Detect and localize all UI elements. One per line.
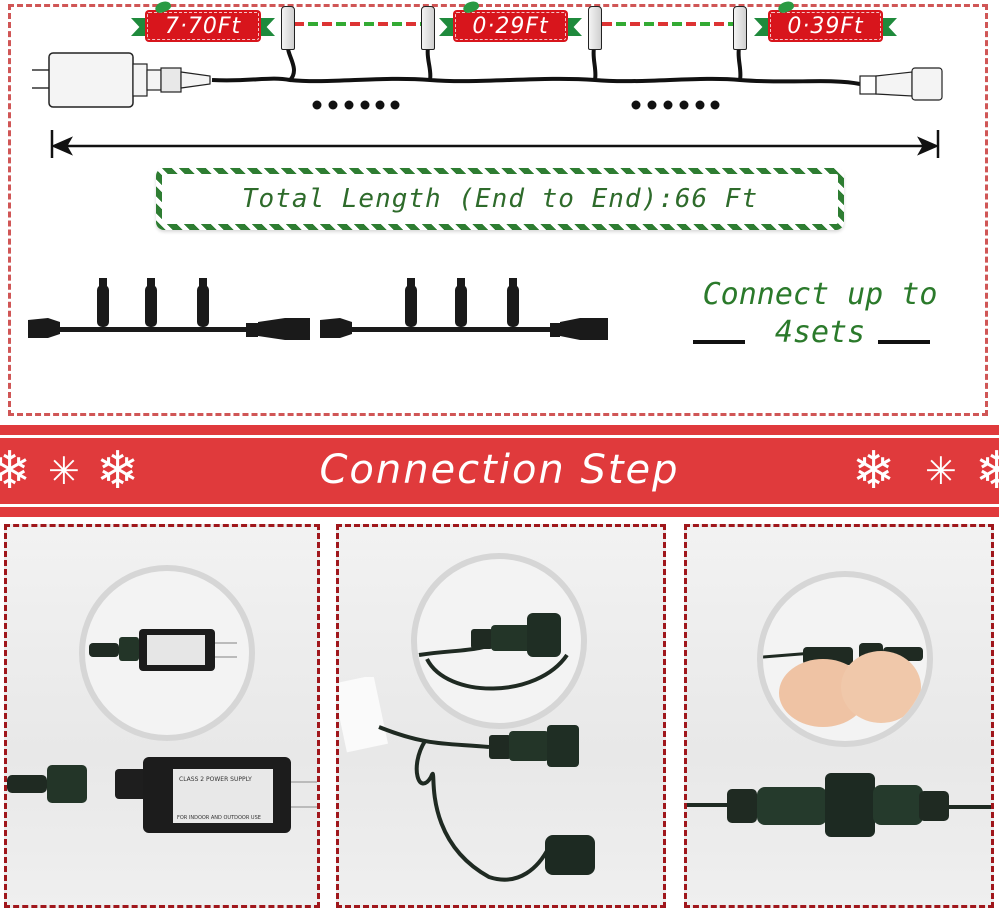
- hands-connecting-icon: [763, 643, 923, 727]
- svg-text:CLASS 2 POWER SUPPLY: CLASS 2 POWER SUPPLY: [179, 776, 252, 783]
- connector-closeup-icon: [418, 613, 569, 691]
- svg-text:FOR INDOOR AND OUTDOOR USE: FOR INDOOR AND OUTDOOR USE: [177, 815, 261, 821]
- step-card-connector-cap: [336, 524, 666, 908]
- dash-line-left: [693, 340, 745, 344]
- inset-circle: [757, 571, 933, 747]
- connector-cap-photo-icon: [339, 677, 595, 882]
- snowflake-icon: ❄: [852, 441, 896, 501]
- step-card-power-adapter: CLASS 2 POWER SUPPLY FOR INDOOR AND OUTD…: [4, 524, 320, 908]
- end-connector-icon: [859, 67, 943, 101]
- total-length-box: Total Length (End to End):66 Ft: [156, 168, 844, 230]
- bulb-socket-icon: [588, 6, 602, 50]
- power-adapter-icon: [32, 52, 211, 108]
- adapter-photo-icon: CLASS 2 POWER SUPPLY FOR INDOOR AND OUTD…: [7, 757, 317, 833]
- banner-title: Connection Step: [319, 447, 680, 493]
- connection-step-banner: ❄ ✳ ❄ Connection Step ❄ ✳ ❄: [0, 425, 999, 517]
- snowflake-icon: ❄: [975, 441, 999, 501]
- snowflake-icon: ❄: [0, 441, 32, 501]
- light-string-diagram: [28, 47, 943, 340]
- dash-line-right: [878, 340, 930, 344]
- connected-plugs-photo-icon: [687, 773, 991, 837]
- bulb-socket-icon: [733, 6, 747, 50]
- length-diagram-panel: [8, 4, 988, 416]
- total-length-text: Total Length (End to End):66 Ft: [241, 184, 759, 214]
- ellipsis-dots-icon: [312, 100, 720, 110]
- segment-label-2: 0·29Ft: [439, 0, 582, 42]
- bulb-socket-icon: [281, 6, 295, 50]
- segment-label-1: 7·70Ft: [131, 0, 275, 42]
- inset-circle: [79, 565, 255, 741]
- asterisk-icon: ✳: [925, 449, 957, 493]
- connect-up-to-text: Connect up to 4sets: [702, 277, 938, 350]
- segment-label-3: 0·39Ft: [754, 0, 897, 42]
- connected-sets-icon: [28, 278, 608, 340]
- adapter-closeup-icon: [89, 629, 237, 671]
- length-arrow-icon: [50, 130, 940, 158]
- snowflake-icon: ❄: [96, 441, 140, 501]
- candy-wire: [294, 22, 424, 26]
- step-card-connect-plugs: [684, 524, 994, 908]
- candy-wire: [602, 22, 738, 26]
- bulb-socket-icon: [421, 6, 435, 50]
- asterisk-icon: ✳: [48, 449, 80, 493]
- inset-circle: [411, 553, 587, 729]
